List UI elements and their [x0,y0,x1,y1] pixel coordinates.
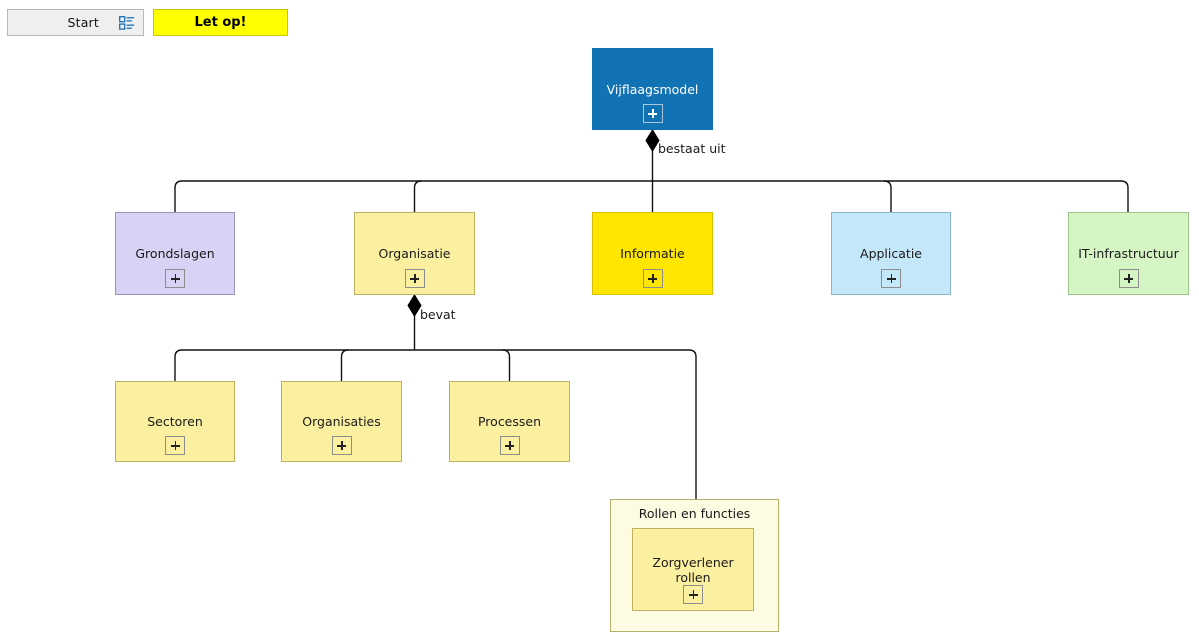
node-label: Grondslagen [135,246,215,261]
node-grondslagen[interactable]: Grondslagen [115,212,235,295]
diamond-bevat [407,294,422,317]
plus-icon [170,274,180,283]
edge-label-bevat: bevat [420,307,456,322]
node-informatie[interactable]: Informatie [592,212,713,295]
plus-icon [648,109,657,118]
node-label: Zorgverlener rollen [652,554,734,585]
node-label: Organisaties [302,414,381,429]
edge-label-bestaat-uit: bestaat uit [658,141,726,156]
plus-icon [688,590,698,599]
toolbar: Start Let op! [0,0,1199,46]
expander-organisaties[interactable] [331,436,352,455]
node-label: Sectoren [147,414,203,429]
expander-sectoren[interactable] [165,436,185,455]
expander-it-infrastructuur[interactable] [1118,269,1139,288]
node-processen[interactable]: Processen [449,381,570,462]
expander-organisatie[interactable] [404,269,425,288]
diamond-bestaat-uit [645,129,660,152]
node-zorgverlener-rollen[interactable]: Zorgverlener rollen [632,528,754,611]
edge-bus-level1 [174,180,1129,212]
plus-icon [886,274,896,283]
node-label: Vijflaagsmodel [606,81,699,97]
group-node-title: Rollen en functies [638,506,751,521]
edge-leg-organisatie [413,180,422,212]
edge-leg-organisaties [340,349,349,381]
plus-icon [410,274,419,283]
plus-icon [648,274,657,283]
edge-leg-processen [502,349,511,381]
node-sectoren[interactable]: Sectoren [115,381,235,462]
expander-applicatie[interactable] [881,269,901,288]
node-it-infrastructuur[interactable]: IT-infrastructuur [1068,212,1189,295]
list-outline-icon [119,15,135,30]
node-label: Applicatie [860,246,922,261]
expander-processen[interactable] [499,436,520,455]
node-organisaties[interactable]: Organisaties [281,381,402,462]
plus-icon [505,441,514,450]
node-label: Informatie [620,246,685,261]
node-label: Processen [477,414,542,429]
expander-grondslagen[interactable] [165,269,185,288]
plus-icon [1124,274,1133,283]
node-vijflaagsmodel[interactable]: Vijflaagsmodel [592,48,713,130]
expander-informatie[interactable] [642,269,663,288]
node-applicatie[interactable]: Applicatie [831,212,951,295]
edge-leg-applicatie [883,180,892,212]
plus-icon [170,441,180,450]
expander-vijflaagsmodel[interactable] [642,104,663,123]
plus-icon [337,441,346,450]
node-label: Organisatie [378,246,451,261]
let-op-button[interactable]: Let op! [153,9,288,36]
expander-zorgverlener-rollen[interactable] [683,585,703,604]
let-op-button-label: Let op! [194,15,247,30]
node-organisatie[interactable]: Organisatie [354,212,475,295]
edge-bus-level2 [174,349,697,499]
start-button-label: Start [67,15,99,30]
start-button[interactable]: Start [7,9,144,36]
node-label: IT-infrastructuur [1078,246,1179,261]
